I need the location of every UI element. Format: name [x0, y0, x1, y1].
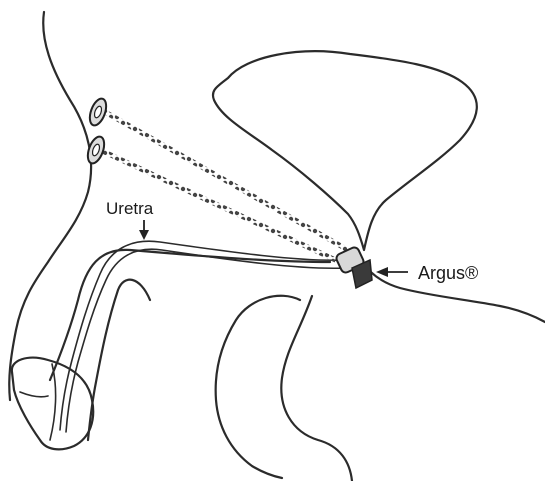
abdominal-wall-outline [9, 12, 91, 400]
argus-device-icon [335, 246, 372, 288]
scrotum-outline [216, 296, 300, 478]
urethra-label: Uretra [106, 199, 154, 218]
urethra-arrow-head [139, 230, 149, 240]
argus-label: Argus® [418, 263, 478, 283]
meatus-line [20, 392, 48, 397]
urethra-inner [66, 249, 346, 432]
urethra-outer [60, 241, 346, 430]
argus-arrow-head [376, 267, 388, 277]
washer-upper-icon [87, 96, 110, 127]
corpus-outline [88, 280, 150, 440]
buttock-outline [281, 296, 352, 481]
